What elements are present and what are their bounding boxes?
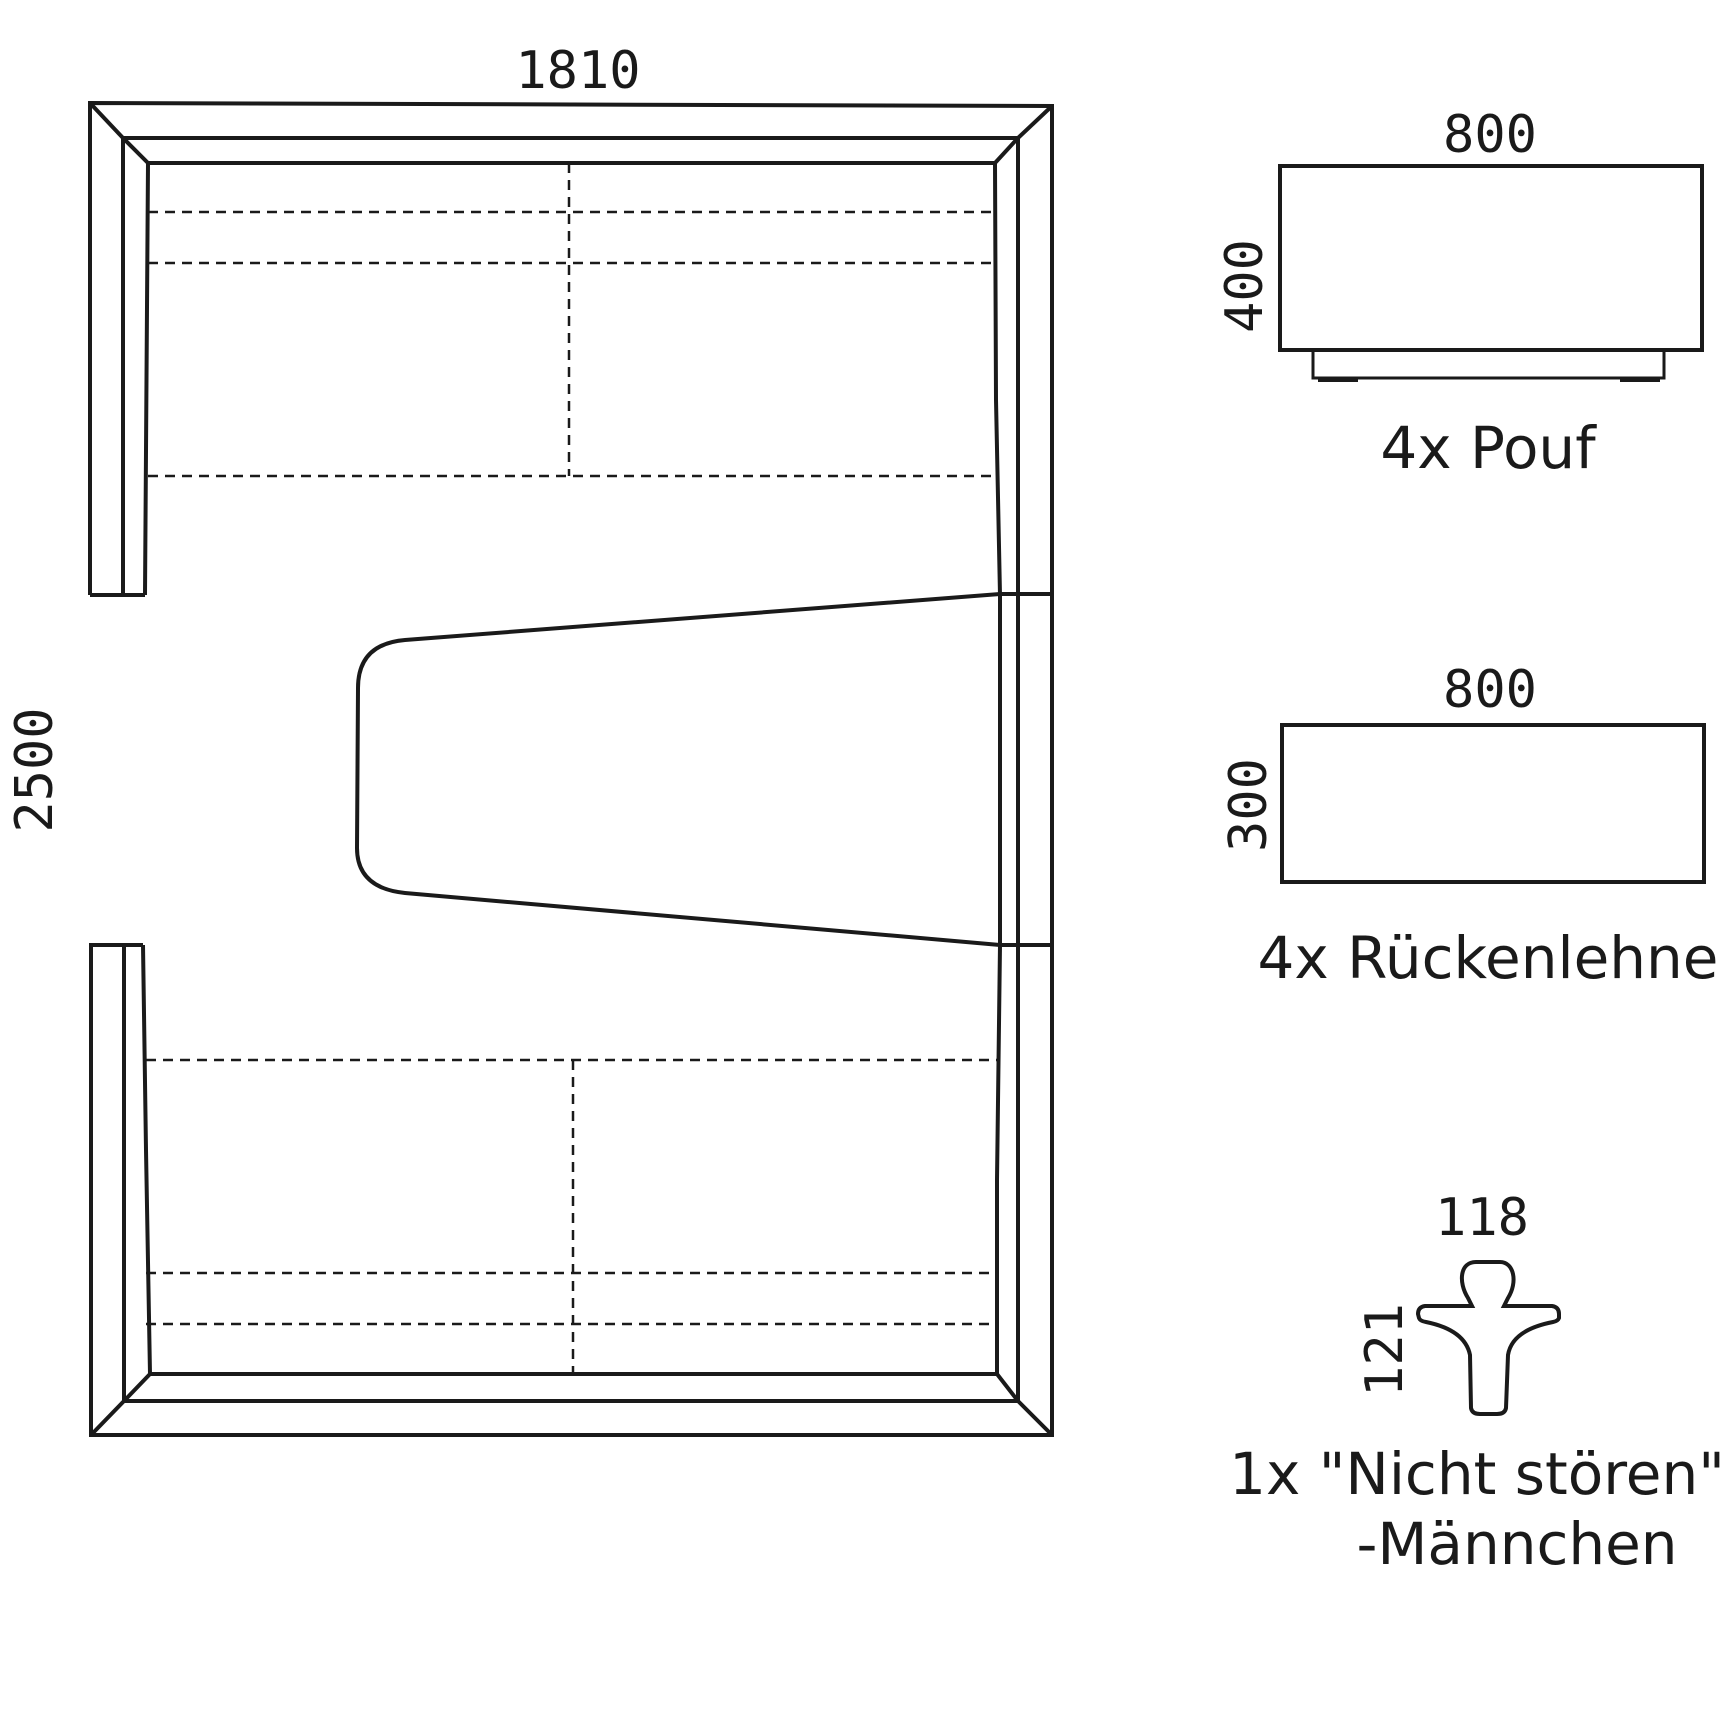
figure-caption-line1: 1x "Nicht stören" xyxy=(1229,1440,1721,1508)
pouf-caption: 4x Pouf xyxy=(1380,414,1597,482)
backrest-height-label: 300 xyxy=(1219,758,1279,852)
miter-bottom-left-inner xyxy=(122,1372,152,1403)
outer-frame xyxy=(88,100,1054,1437)
pouf-detail: 800 400 4x Pouf xyxy=(1215,105,1704,482)
figure-caption-line2: -Männchen xyxy=(1356,1510,1677,1578)
figure-width-label: 118 xyxy=(1435,1188,1529,1248)
backrest-caption: 4x Rückenlehne xyxy=(1258,924,1719,992)
figure-height-label: 121 xyxy=(1355,1303,1415,1397)
miter-top-left-outer xyxy=(88,101,125,140)
miter-bottom-right-outer xyxy=(1016,1399,1054,1437)
table-top xyxy=(354,592,1050,947)
sofa-plan: 1810 2500 xyxy=(5,41,1054,1437)
pouf-width-label: 800 xyxy=(1443,105,1537,165)
figure-detail: 118 121 1x "Nicht stören" -Männchen xyxy=(1229,1188,1721,1578)
seat-outline xyxy=(141,161,1002,1376)
figure-icon xyxy=(1415,1260,1561,1416)
miter-bottom-right-inner xyxy=(995,1372,1020,1403)
inner-frame xyxy=(121,136,1020,1403)
backrest-detail: 800 300 4x Rückenlehne xyxy=(1219,660,1718,992)
pouf-base xyxy=(1311,350,1666,380)
miter-top-right-outer xyxy=(1016,104,1054,140)
plan-depth-label: 2500 xyxy=(5,707,65,832)
plan-width-label: 1810 xyxy=(515,41,640,101)
backrest-body xyxy=(1280,723,1706,884)
miter-top-right-inner xyxy=(993,136,1020,165)
miter-bottom-left-outer xyxy=(89,1399,126,1437)
miter-top-left-inner xyxy=(121,136,150,165)
backrest-width-label: 800 xyxy=(1443,660,1537,720)
pouf-body xyxy=(1278,164,1704,352)
pouf-height-label: 400 xyxy=(1215,239,1275,333)
